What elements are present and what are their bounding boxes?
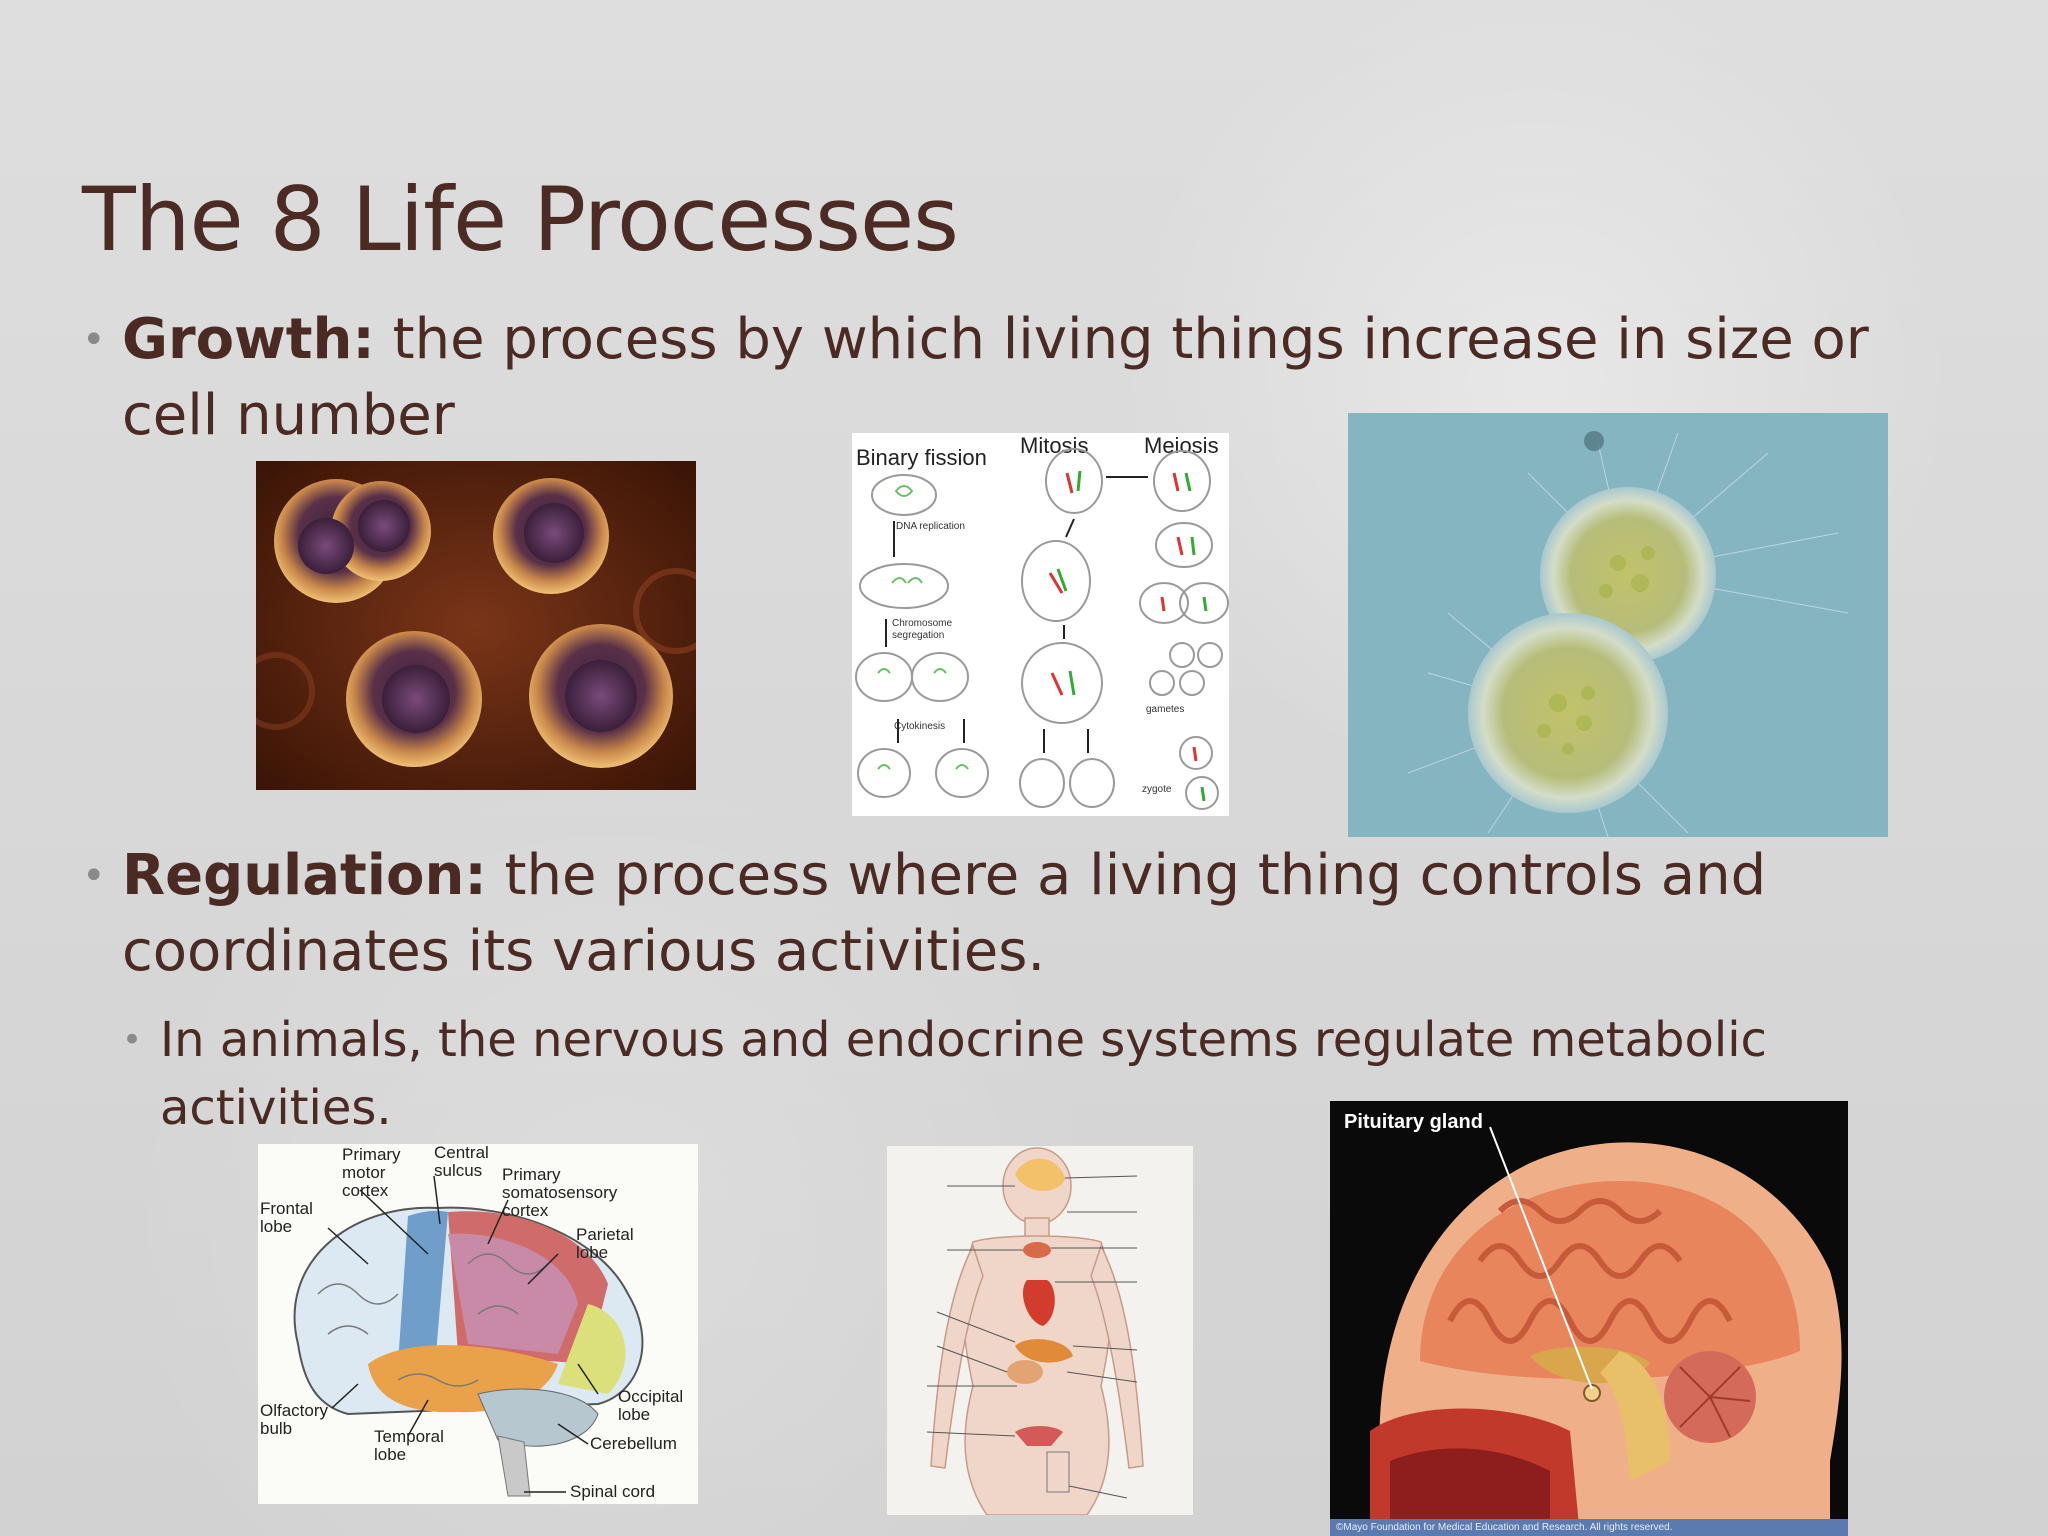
label-spinal-cord: Spinal cord [570, 1482, 656, 1501]
label-zygote: zygote [1142, 784, 1172, 795]
sub-bullet-animals: • In animals, the nervous and endocrine … [122, 1006, 1982, 1142]
label-parietal-lobe: Parietal lobe [576, 1225, 634, 1262]
label-cerebellum: Cerebellum [590, 1434, 677, 1453]
growth-definition: the process by which living things incre… [122, 307, 1869, 448]
dividing-cells-image [256, 461, 696, 790]
label-meiosis: Meiosis [1144, 433, 1219, 458]
label-pituitary-gland: Pituitary gland [1344, 1111, 1483, 1133]
label-gametes: gametes [1146, 704, 1185, 715]
label-occipital-lobe: Occipital lobe [618, 1387, 684, 1424]
bullet-growth: • Growth: the process by which living th… [82, 302, 1982, 454]
dividing-protist-micrograph [1348, 413, 1888, 837]
label-chromosome-segregation: Chromosome segregation [892, 618, 953, 641]
label-binary-fission: Binary fission [856, 445, 987, 470]
label-mitosis: Mitosis [1020, 433, 1089, 458]
endocrine-system-diagram [887, 1146, 1193, 1515]
term-regulation: Regulation: [122, 843, 487, 908]
term-growth: Growth: [122, 307, 375, 372]
animals-regulation-text: In animals, the nervous and endocrine sy… [160, 1012, 1767, 1136]
bullet-dot-icon: • [82, 853, 106, 899]
label-central-sulcus: Central sulcus [434, 1144, 489, 1180]
bullet-dot-icon: • [122, 1020, 143, 1060]
label-dna-replication: DNA replication [896, 521, 965, 532]
slide-title: The 8 Life Processes [82, 168, 959, 271]
label-temporal-lobe: Temporal lobe [374, 1427, 444, 1464]
cell-division-diagram: Binary fission Mitosis Meiosis DNA repli… [852, 433, 1229, 816]
label-olfactory-bulb: Olfactory bulb [260, 1401, 329, 1438]
label-cytokinesis: Cytokinesis [894, 721, 946, 732]
pituitary-gland-image: Pituitary gland ©Mayo Foundation for Med… [1330, 1101, 1848, 1536]
label-somatosensory-cortex: Primary somatosensory cortex [502, 1165, 618, 1220]
label-primary-motor-cortex: Primary motor cortex [342, 1145, 401, 1200]
brain-lobes-diagram: Primary motor cortex Central sulcus Prim… [258, 1144, 698, 1504]
image-credit: ©Mayo Foundation for Medical Education a… [1336, 1522, 1673, 1533]
label-frontal-lobe: Frontal lobe [260, 1199, 313, 1236]
regulation-definition: the process where a living thing control… [122, 843, 1767, 984]
bullet-regulation: • Regulation: the process where a living… [82, 838, 1982, 990]
bullet-dot-icon: • [82, 317, 106, 363]
